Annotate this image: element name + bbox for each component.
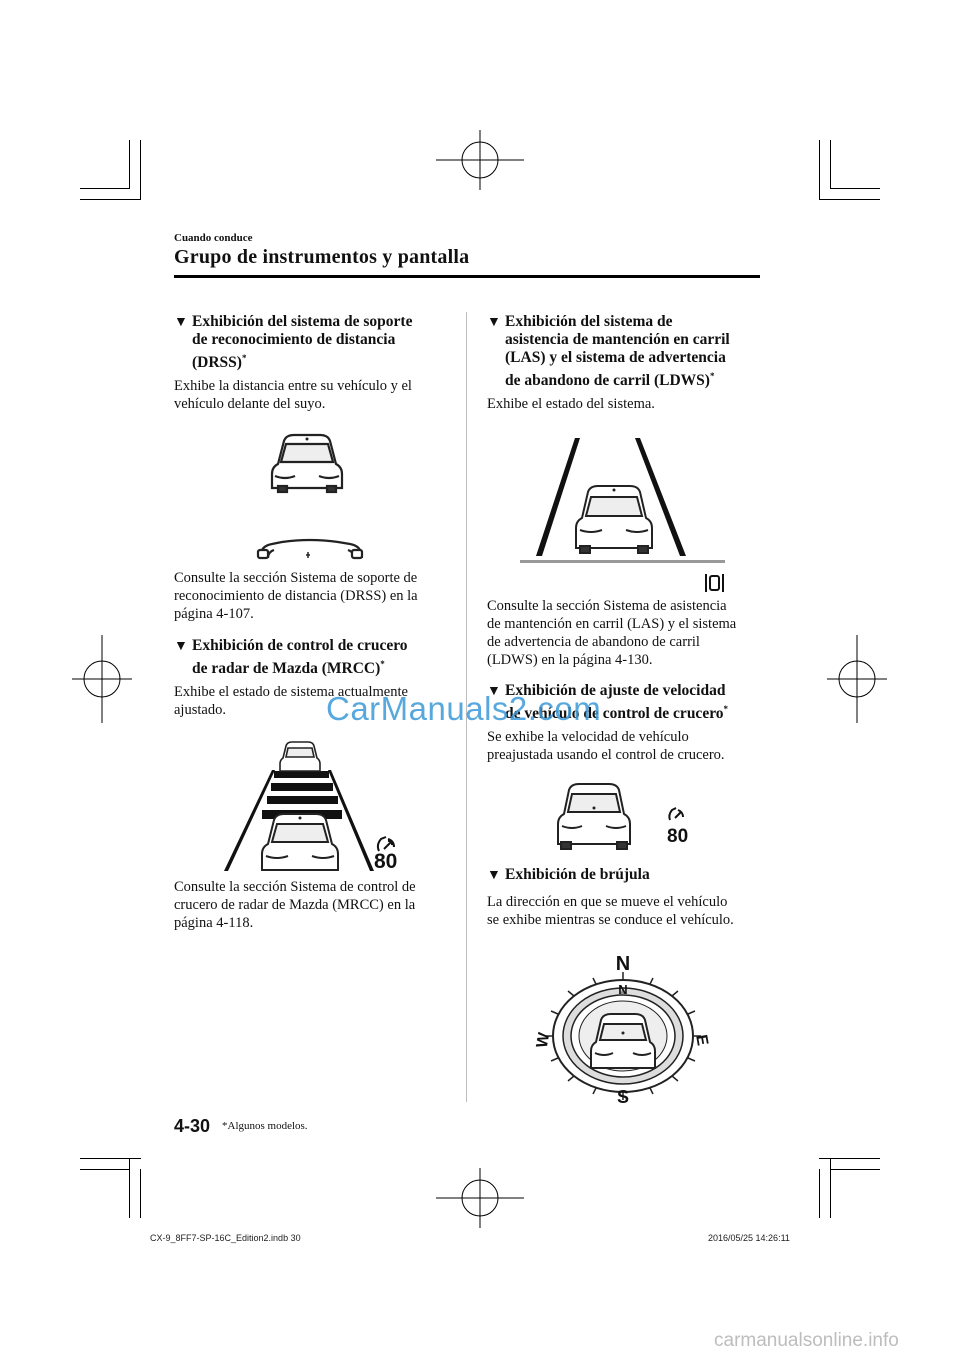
drss-illustration: [256, 433, 364, 560]
drss-reference: Consulte la sección Sistema de soporte d…: [174, 569, 456, 623]
column-divider: [466, 312, 467, 1102]
cruise-speed-value: 80: [667, 826, 688, 847]
heading-line: de abandono de carril (LDWS): [505, 372, 710, 390]
heading-line: Exhibición de control de crucero: [192, 637, 408, 654]
text-line: página 4-107.: [174, 606, 254, 622]
drss-intro: Exhibe la distancia entre su vehículo y …: [174, 377, 454, 413]
watermark-primary: CarManuals2.com: [326, 690, 602, 727]
compass-west: W: [534, 1030, 554, 1049]
cruise-speed-illustration: 80: [557, 783, 688, 850]
mrcc-intro: Exhibe el estado de sistema actualmente …: [174, 683, 454, 719]
page-title: Grupo de instrumentos y pantalla: [174, 246, 470, 268]
compass-inner-north: N: [618, 982, 627, 997]
heading-line: (DRSS): [192, 354, 242, 372]
text-line: ajustado.: [174, 702, 226, 718]
timestamp: 2016/05/25 14:26:11: [708, 1233, 790, 1243]
heading-line: Exhibición de ajuste de velocidad: [505, 682, 726, 699]
text-line: se exhibe mientras se conduce el vehícul…: [487, 912, 734, 928]
compass-south: S: [617, 1087, 629, 1107]
text-line: de advertencia de abandono de carril: [487, 634, 700, 650]
section-label: Cuando conduce: [174, 232, 253, 244]
text-line: (LDWS) en la página 4-130.: [487, 652, 653, 668]
text-line: preajustada usando el control de crucero…: [487, 747, 725, 763]
triangle-bullet-icon: ▼: [487, 868, 501, 883]
triangle-bullet-icon: ▼: [174, 639, 188, 654]
watermark-secondary: carmanualsonline.info: [714, 1330, 899, 1351]
compass-illustration: N N S E W: [534, 953, 711, 1107]
mrcc-heading: ▼ Exhibición de control de crucero de ra…: [174, 637, 454, 678]
heading-line: de radar de Mazda (MRCC): [192, 660, 381, 678]
triangle-bullet-icon: ▼: [487, 684, 501, 699]
heading-line: Exhibición de brújula: [505, 866, 650, 883]
header-rule: [174, 275, 760, 278]
compass-intro: La dirección en que se mueve el vehículo…: [487, 893, 767, 929]
heading-line: Exhibición del sistema de soporte: [192, 313, 413, 330]
footnote: *Algunos modelos.: [222, 1120, 308, 1132]
cruise-speed-intro: Se exhibe la velocidad de vehículo preaj…: [487, 728, 767, 764]
text-line: Consulte la sección Sistema de control d…: [174, 879, 416, 895]
text-line: Exhibe el estado de sistema actualmente: [174, 684, 408, 700]
text-line: La dirección en que se mueve el vehículo: [487, 894, 728, 910]
text-line: Se exhibe la velocidad de vehículo: [487, 729, 689, 745]
compass-east: E: [692, 1033, 711, 1047]
asterisk: *: [241, 353, 247, 363]
text-line: Consulte la sección Sistema de asistenci…: [487, 598, 727, 614]
text-line: Exhibe el estado del sistema.: [487, 396, 655, 412]
drss-heading: ▼ Exhibición del sistema de soporte de r…: [174, 313, 454, 372]
las-ldws-illustration: [520, 438, 725, 592]
page-number: 4-30: [174, 1116, 211, 1136]
heading-line: (LAS) y el sistema de advertencia: [505, 349, 726, 366]
triangle-bullet-icon: ▼: [174, 315, 188, 330]
text-line: reconocimiento de distancia (DRSS) en la: [174, 588, 418, 604]
heading-line: Exhibición del sistema de: [505, 313, 673, 330]
compass-heading: ▼ Exhibición de brújula: [487, 866, 767, 884]
text-line: Exhibe la distancia entre su vehículo y …: [174, 378, 412, 394]
mrcc-reference: Consulte la sección Sistema de control d…: [174, 878, 456, 932]
text-line: de mantención en carril (LAS) y el siste…: [487, 616, 737, 632]
asterisk: *: [380, 659, 385, 669]
heading-line: de vehículo de control de crucero: [505, 705, 724, 723]
mrcc-illustration: 80: [224, 741, 397, 873]
las-ldws-heading: ▼ Exhibición del sistema de asistencia d…: [487, 313, 767, 390]
heading-line: de reconocimiento de distancia: [192, 331, 396, 348]
cruise-speed-heading: ▼ Exhibición de ajuste de velocidad de v…: [487, 682, 767, 723]
triangle-bullet-icon: ▼: [487, 315, 501, 330]
asterisk: *: [709, 371, 715, 381]
compass-north: N: [616, 953, 630, 975]
file-info: CX-9_8FF7-SP-16C_Edition2.indb 30: [150, 1233, 301, 1243]
text-line: página 4-118.: [174, 915, 254, 931]
mrcc-speed: 80: [374, 850, 397, 873]
text-line: vehículo delante del suyo.: [174, 396, 326, 412]
heading-line: asistencia de mantención en carril: [505, 331, 730, 348]
las-ldws-intro: Exhibe el estado del sistema.: [487, 395, 767, 413]
asterisk: *: [723, 704, 729, 714]
text-line: Consulte la sección Sistema de soporte d…: [174, 570, 418, 586]
las-ldws-reference: Consulte la sección Sistema de asistenci…: [487, 597, 769, 669]
text-line: crucero de radar de Mazda (MRCC) en la: [174, 897, 416, 913]
